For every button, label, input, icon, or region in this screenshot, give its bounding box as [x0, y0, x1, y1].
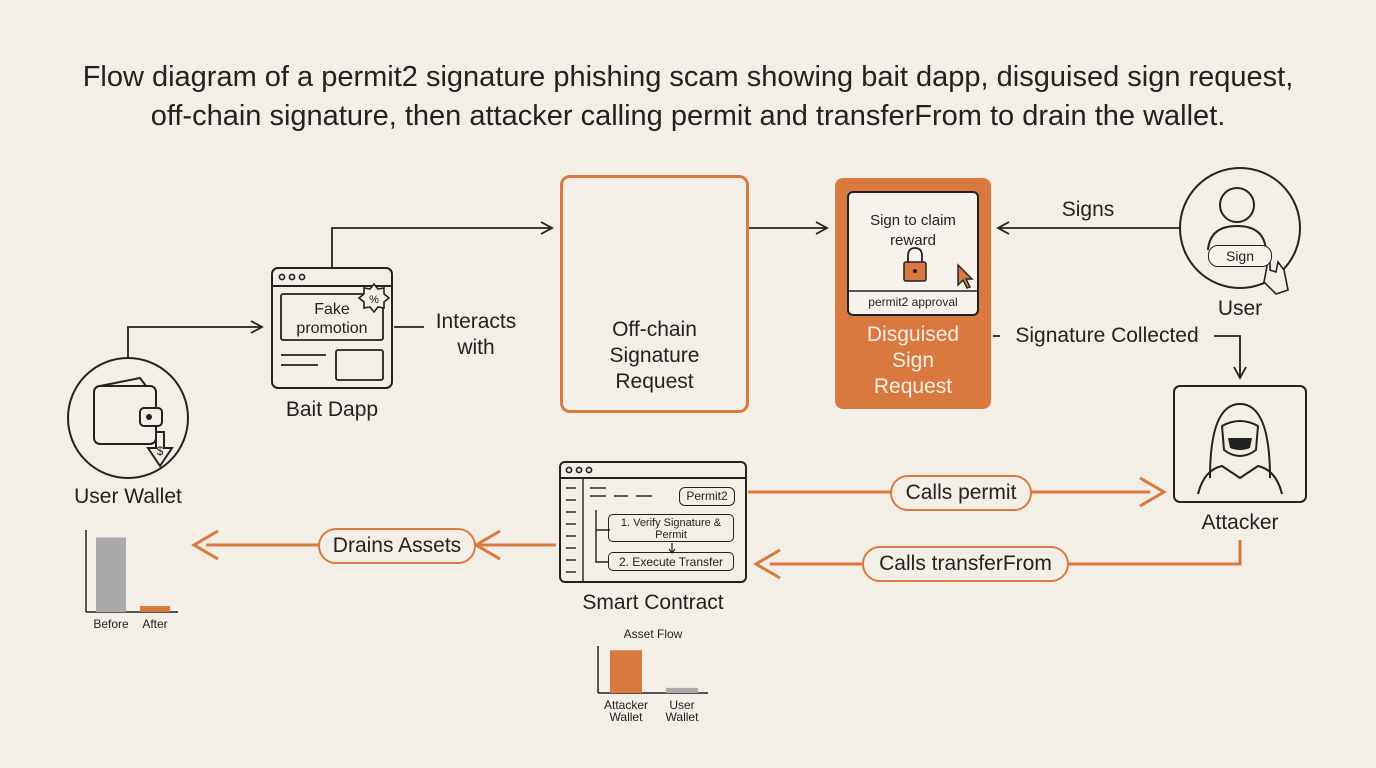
wallet-icon: $	[67, 357, 189, 479]
chart-tick-label-0-0: Attacker	[604, 698, 648, 712]
offchain-line-1: Off-chain	[612, 318, 697, 341]
interacts-line-2: with	[457, 336, 495, 359]
chart-bar-0	[96, 537, 126, 612]
chart-tick-label-0: Before	[93, 617, 129, 631]
arrow-head-transferfrom	[753, 548, 781, 580]
padlock-icon	[903, 247, 927, 282]
step1-line-1: 1. Verify Signature &	[620, 517, 722, 529]
calls-transferfrom-label: Calls transferFrom	[862, 546, 1069, 582]
sign-card: Sign to claim reward permit2 approval	[847, 191, 979, 316]
drains-assets-label: Drains Assets	[318, 528, 476, 564]
contract-window-icon	[559, 461, 747, 583]
sign-button: Sign	[1208, 245, 1272, 267]
arrow-head-drains-mid	[473, 529, 501, 561]
disguised-line-3: Request	[873, 375, 953, 398]
chart-bar-1	[666, 687, 698, 693]
chart-tick-label-1: After	[142, 617, 167, 631]
chart-bar-0	[610, 650, 642, 693]
wallet-balance-chart: Before After	[85, 530, 178, 631]
chart-tick-label-1-1: Wallet	[666, 710, 700, 724]
chart-tick-label-0-1: Wallet	[610, 710, 644, 724]
offchain-line-3: Request	[615, 370, 694, 393]
disguised-request-label: Disguised Sign Request	[835, 322, 991, 400]
title-line-1: Flow diagram of a permit2 signature phis…	[82, 61, 1294, 93]
smart-contract-label: Smart Contract	[582, 591, 724, 614]
cursor-icon	[957, 263, 974, 289]
svg-text:%: %	[369, 294, 379, 306]
diagram-title: Flow diagram of a permit2 signature phis…	[0, 58, 1376, 136]
signature-collected-label: Signature Collected	[1015, 324, 1199, 347]
disguised-line-1: Disguised	[866, 323, 960, 346]
hooded-attacker-icon	[1173, 385, 1307, 503]
offchain-request-label: Off-chain Signature Request	[560, 317, 749, 395]
user-label: User	[1217, 297, 1263, 320]
calls-permit-label: Calls permit	[890, 475, 1032, 511]
signs-label: Signs	[1061, 198, 1115, 221]
discount-badge-icon	[357, 282, 391, 314]
step-verify-signature: 1. Verify Signature & Permit	[608, 514, 734, 542]
edge-wallet-to-dapp	[127, 320, 264, 358]
arrow-head-permit	[1139, 476, 1167, 508]
permit2-tag: Permit2	[679, 487, 735, 506]
offchain-line-2: Signature	[609, 344, 700, 367]
sign-card-text: Sign to claim reward	[849, 211, 977, 251]
interacts-line-1: Interacts	[435, 310, 517, 333]
sign-card-icons	[849, 247, 977, 292]
attacker-label: Attacker	[1201, 511, 1279, 534]
offchain-request-box	[560, 175, 749, 413]
sign-card-line-2: reward	[890, 232, 936, 249]
chart-bar-1	[140, 606, 170, 612]
svg-text:$: $	[157, 444, 164, 458]
sign-card-line-1: Sign to claim	[870, 212, 956, 229]
fake-promo-line-2: promotion	[296, 320, 368, 337]
step1-line-2: Permit	[655, 529, 687, 541]
interacts-with-label: Interacts with	[416, 309, 536, 361]
edge-collected-to-attacker	[1214, 335, 1247, 380]
fake-promotion-text: Fake promotion	[281, 300, 383, 338]
edge-dapp-to-offchain	[331, 221, 554, 268]
user-icon	[1179, 167, 1301, 295]
fake-promo-line-1: Fake	[314, 301, 350, 318]
disguised-line-2: Sign	[891, 349, 935, 372]
user-wallet-label: User Wallet	[74, 485, 182, 508]
step-execute-transfer: 2. Execute Transfer	[608, 552, 734, 571]
arrow-head-drains-left	[191, 529, 219, 561]
bait-dapp-label: Bait Dapp	[285, 398, 379, 421]
title-line-2: off-chain signature, then attacker calli…	[150, 100, 1226, 132]
browser-icon: %	[271, 267, 393, 389]
asset-flow-title: Asset Flow	[623, 627, 683, 641]
sign-card-footer: permit2 approval	[868, 295, 958, 309]
chart-tick-label-1-0: User	[669, 698, 694, 712]
